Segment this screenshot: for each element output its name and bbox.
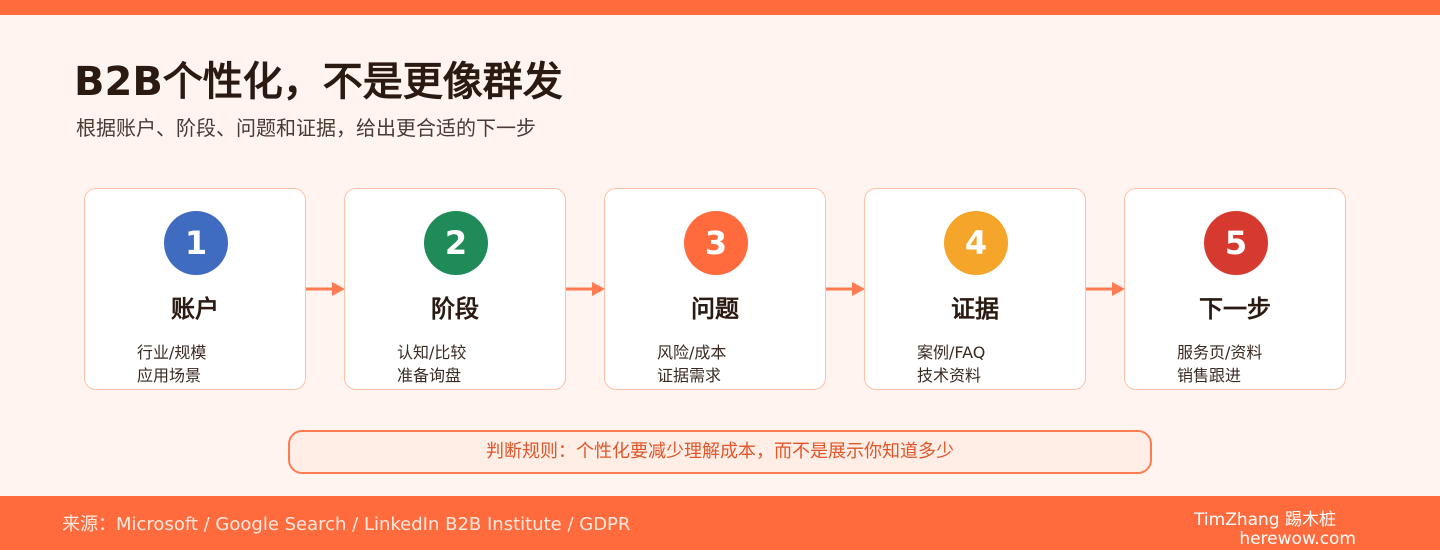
step-number-badge: 3 bbox=[684, 211, 748, 275]
step-description: 认知/比较 准备询盘 bbox=[397, 341, 466, 387]
step-description-line: 证据需求 bbox=[657, 366, 722, 385]
step-title: 证据 bbox=[951, 295, 999, 323]
step-card-stage: 2 阶段 认知/比较 准备询盘 bbox=[344, 188, 566, 390]
brand-name: TimZhang 踢木桩 bbox=[1194, 510, 1336, 530]
brand-website: herewow.com bbox=[1239, 529, 1356, 549]
step-title: 问题 bbox=[691, 295, 739, 323]
page-title: B2B个性化，不是更像群发 bbox=[74, 59, 563, 105]
step-title: 账户 bbox=[171, 295, 219, 323]
arrow-right-icon bbox=[566, 282, 605, 296]
step-number-badge: 5 bbox=[1204, 211, 1268, 275]
page-subtitle: 根据账户、阶段、问题和证据，给出更合适的下一步 bbox=[76, 116, 536, 140]
step-description: 行业/规模 应用场景 bbox=[137, 341, 206, 387]
judgement-rule-banner: 判断规则：个性化要减少理解成本，而不是展示你知道多少 bbox=[288, 430, 1152, 474]
step-description-line: 技术资料 bbox=[917, 366, 982, 385]
step-description-line: 应用场景 bbox=[137, 366, 202, 385]
step-description: 案例/FAQ 技术资料 bbox=[917, 341, 985, 387]
step-card-account: 1 账户 行业/规模 应用场景 bbox=[84, 188, 306, 390]
step-card-problem: 3 问题 风险/成本 证据需求 bbox=[604, 188, 826, 390]
step-title: 阶段 bbox=[431, 295, 479, 323]
step-title: 下一步 bbox=[1199, 295, 1271, 323]
footer-bar: 来源：Microsoft / Google Search / LinkedIn … bbox=[0, 496, 1440, 550]
step-description-line: 准备询盘 bbox=[397, 366, 462, 385]
step-description-line: 行业/规模 bbox=[137, 343, 207, 362]
step-number-badge: 1 bbox=[164, 211, 228, 275]
arrow-right-icon bbox=[826, 282, 865, 296]
step-description: 风险/成本 证据需求 bbox=[657, 341, 726, 387]
top-accent-bar bbox=[0, 0, 1440, 15]
step-card-next-step: 5 下一步 服务页/资料 销售跟进 bbox=[1124, 188, 1346, 390]
step-description-line: 风险/成本 bbox=[657, 343, 727, 362]
step-number-badge: 2 bbox=[424, 211, 488, 275]
step-description: 服务页/资料 销售跟进 bbox=[1177, 341, 1262, 387]
step-card-evidence: 4 证据 案例/FAQ 技术资料 bbox=[864, 188, 1086, 390]
step-number-badge: 4 bbox=[944, 211, 1008, 275]
arrow-right-icon bbox=[306, 282, 345, 296]
step-description-line: 认知/比较 bbox=[397, 343, 467, 362]
step-description-line: 服务页/资料 bbox=[1177, 343, 1263, 362]
arrow-right-icon bbox=[1086, 282, 1125, 296]
step-description-line: 销售跟进 bbox=[1177, 366, 1242, 385]
step-description-line: 案例/FAQ bbox=[917, 343, 986, 362]
source-citation: 来源：Microsoft / Google Search / LinkedIn … bbox=[62, 514, 631, 535]
